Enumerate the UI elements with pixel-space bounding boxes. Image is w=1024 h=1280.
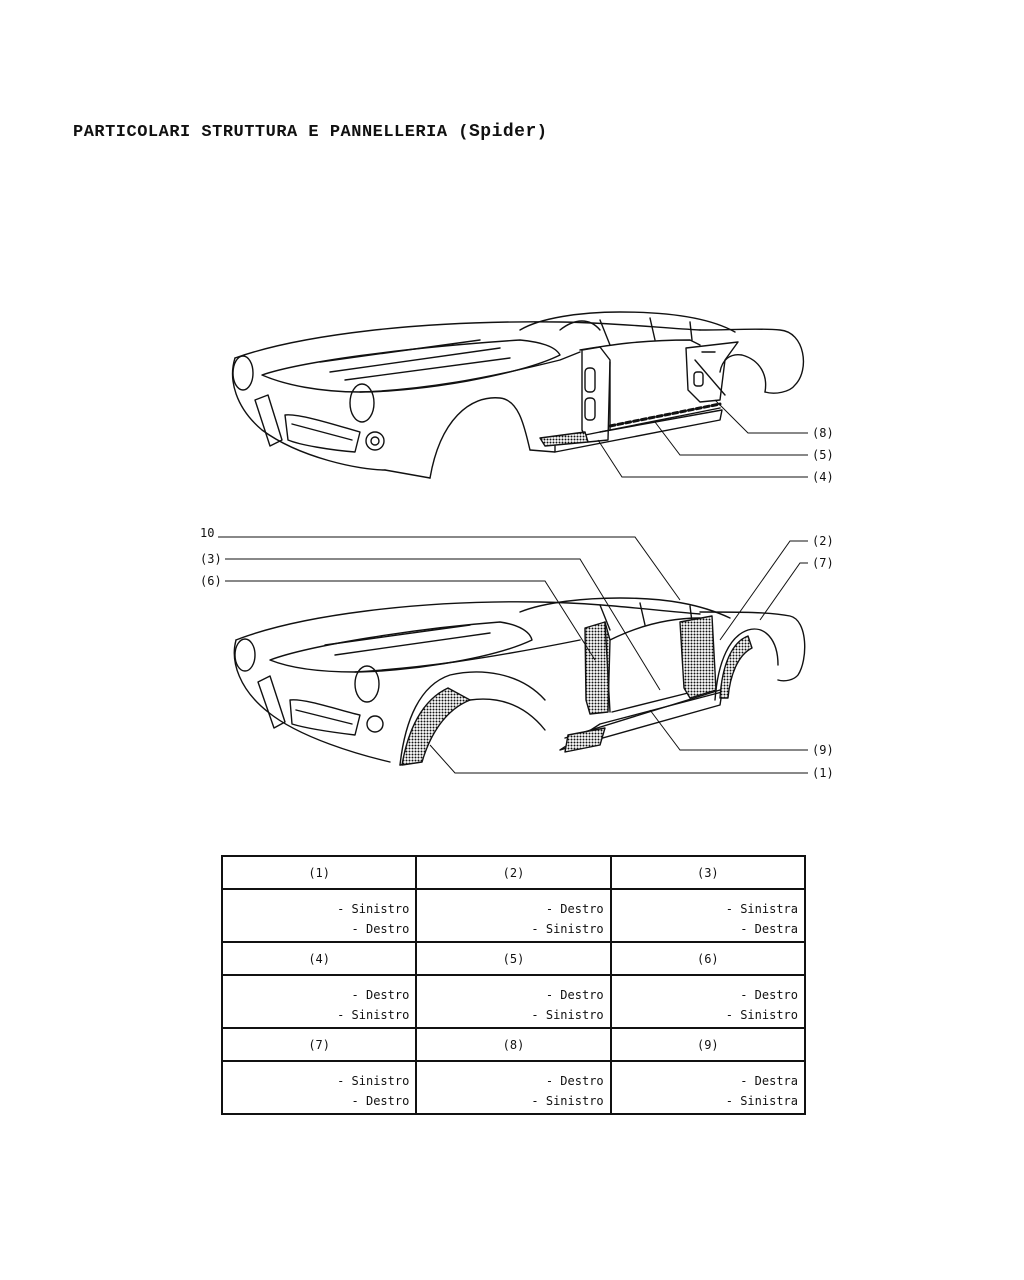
- part-header: (5): [415, 941, 612, 976]
- part-header: (3): [609, 855, 807, 890]
- option-left-right: - Destro: [545, 902, 604, 916]
- option-left-right: - Sinistro: [531, 1094, 604, 1108]
- callout-2: (2): [812, 534, 834, 548]
- car-illustration-top: [231, 311, 805, 479]
- page-title: PARTICOLARI STRUTTURA E PANNELLERIA (Spi…: [73, 122, 547, 142]
- callout-6: (6): [200, 574, 222, 588]
- option-left-right: - Destro: [545, 1074, 604, 1088]
- part-options: - Destro - Sinistro: [220, 974, 418, 1029]
- title-model: Spider: [468, 122, 537, 142]
- callout-8: (8): [812, 426, 834, 440]
- parts-table: (1) (2) (3) - Sinistro- Destro - Destro-…: [220, 855, 807, 1115]
- part-options: - Destro - Sinistro: [415, 1060, 612, 1115]
- callout-10: 10: [200, 526, 214, 540]
- option-left-right: - Sinistro: [725, 1008, 798, 1022]
- option-left-right: - Sinistra: [725, 902, 798, 916]
- callout-5: (5): [812, 448, 834, 462]
- table-row: - Destro - Sinistro - Destro - Sinistro - …: [220, 974, 807, 1029]
- callout-lines-bottom: [218, 536, 808, 774]
- part-header: (7): [220, 1027, 418, 1062]
- callout-7: (7): [812, 556, 834, 570]
- option-left-right: - Sinistro: [337, 1074, 410, 1088]
- title-main: PARTICOLARI STRUTTURA E PANNELLERIA (: [73, 123, 469, 142]
- table-row: - Sinistro - Destro - Destro - Sinistro - …: [220, 888, 807, 943]
- part-options: - Destro - Sinistro: [415, 974, 612, 1029]
- part-header: (4): [220, 941, 418, 976]
- part-header: (2): [415, 855, 612, 890]
- option-left-right: - Sinistro: [531, 922, 604, 936]
- option-left-right: - Destra: [740, 1074, 798, 1088]
- option-left-right: - Sinistro: [337, 902, 410, 916]
- option-left-right: - Sinistro: [337, 1008, 410, 1022]
- option-left-right: - Sinistro: [531, 1008, 604, 1022]
- table-header-row: (4) (5) (6): [220, 941, 807, 976]
- option-left-right: - Destro: [740, 988, 798, 1002]
- callout-4: (4): [812, 470, 834, 484]
- part-header: (8): [415, 1027, 612, 1062]
- callout-9: (9): [812, 743, 834, 757]
- part-header: (6): [609, 941, 807, 976]
- part-options: - Sinistra - Destra: [609, 888, 807, 943]
- option-left-right: - Destro: [351, 988, 410, 1002]
- table-header-row: (7) (8) (9): [220, 1027, 807, 1062]
- part-options: - Destro - Sinistro: [415, 888, 612, 943]
- table-row: - Sinistro - Destro - Destro - Sinistro - …: [220, 1060, 807, 1115]
- part-options: - Sinistro - Destro: [220, 1060, 418, 1115]
- part-options: - Sinistro - Destro: [220, 888, 418, 943]
- car-body-diagram: (8) (5) (4): [200, 311, 834, 780]
- option-left-right: - Destro: [351, 1094, 410, 1108]
- part-options: - Destro - Sinistro: [609, 974, 807, 1029]
- option-left-right: - Destro: [351, 922, 410, 936]
- part-options: - Destra - Sinistra: [609, 1060, 807, 1115]
- part-header: (9): [609, 1027, 807, 1062]
- part-header: (1): [220, 855, 418, 890]
- callout-lines-top: [597, 399, 808, 478]
- table-header-row: (1) (2) (3): [220, 855, 807, 890]
- option-left-right: - Destra: [740, 922, 798, 936]
- callout-3: (3): [200, 552, 222, 566]
- option-left-right: - Destro: [545, 988, 604, 1002]
- car-illustration-bottom: [233, 597, 806, 766]
- option-left-right: - Sinistra: [725, 1094, 798, 1108]
- callout-1: (1): [812, 766, 834, 780]
- title-close: ): [536, 123, 548, 142]
